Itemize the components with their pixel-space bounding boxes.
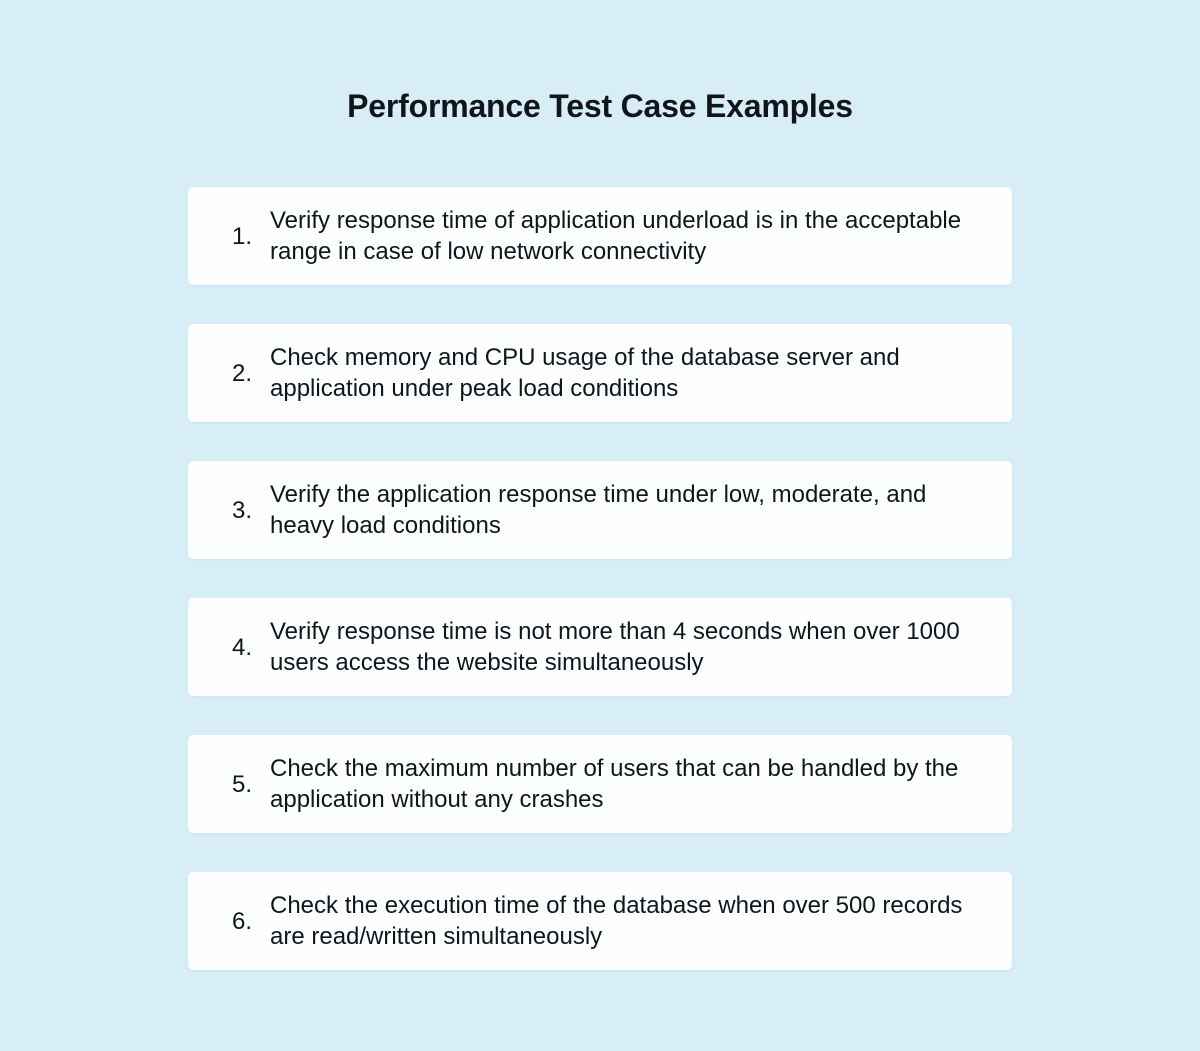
test-case-number: 1.	[231, 222, 252, 250]
test-case-card: 6. Check the execution time of the datab…	[188, 872, 1012, 970]
test-case-text: Check the maximum number of users that c…	[270, 755, 959, 813]
test-case-text: Check the execution time of the database…	[270, 892, 963, 950]
test-case-number: 3.	[231, 496, 252, 524]
page-title: Performance Test Case Examples	[347, 88, 853, 124]
test-case-card: 3. Verify the application response time …	[188, 461, 1012, 559]
test-case-text: Check memory and CPU usage of the databa…	[270, 344, 900, 402]
test-case-card: 4. Verify response time is not more than…	[188, 598, 1012, 696]
test-case-number: 5.	[231, 770, 252, 798]
test-case-card: 5. Check the maximum number of users tha…	[188, 735, 1012, 833]
test-case-text: Verify the application response time und…	[270, 481, 927, 539]
test-case-number: 2.	[231, 359, 252, 387]
test-case-number: 4.	[231, 633, 252, 661]
test-case-card: 1. Verify response time of application u…	[188, 187, 1012, 285]
test-case-list: 1. Verify response time of application u…	[188, 187, 1012, 970]
test-case-text: Verify response time is not more than 4 …	[270, 618, 960, 676]
test-case-number: 6.	[231, 907, 252, 935]
test-case-card: 2. Check memory and CPU usage of the dat…	[188, 324, 1012, 422]
test-case-text: Verify response time of application unde…	[270, 207, 962, 265]
